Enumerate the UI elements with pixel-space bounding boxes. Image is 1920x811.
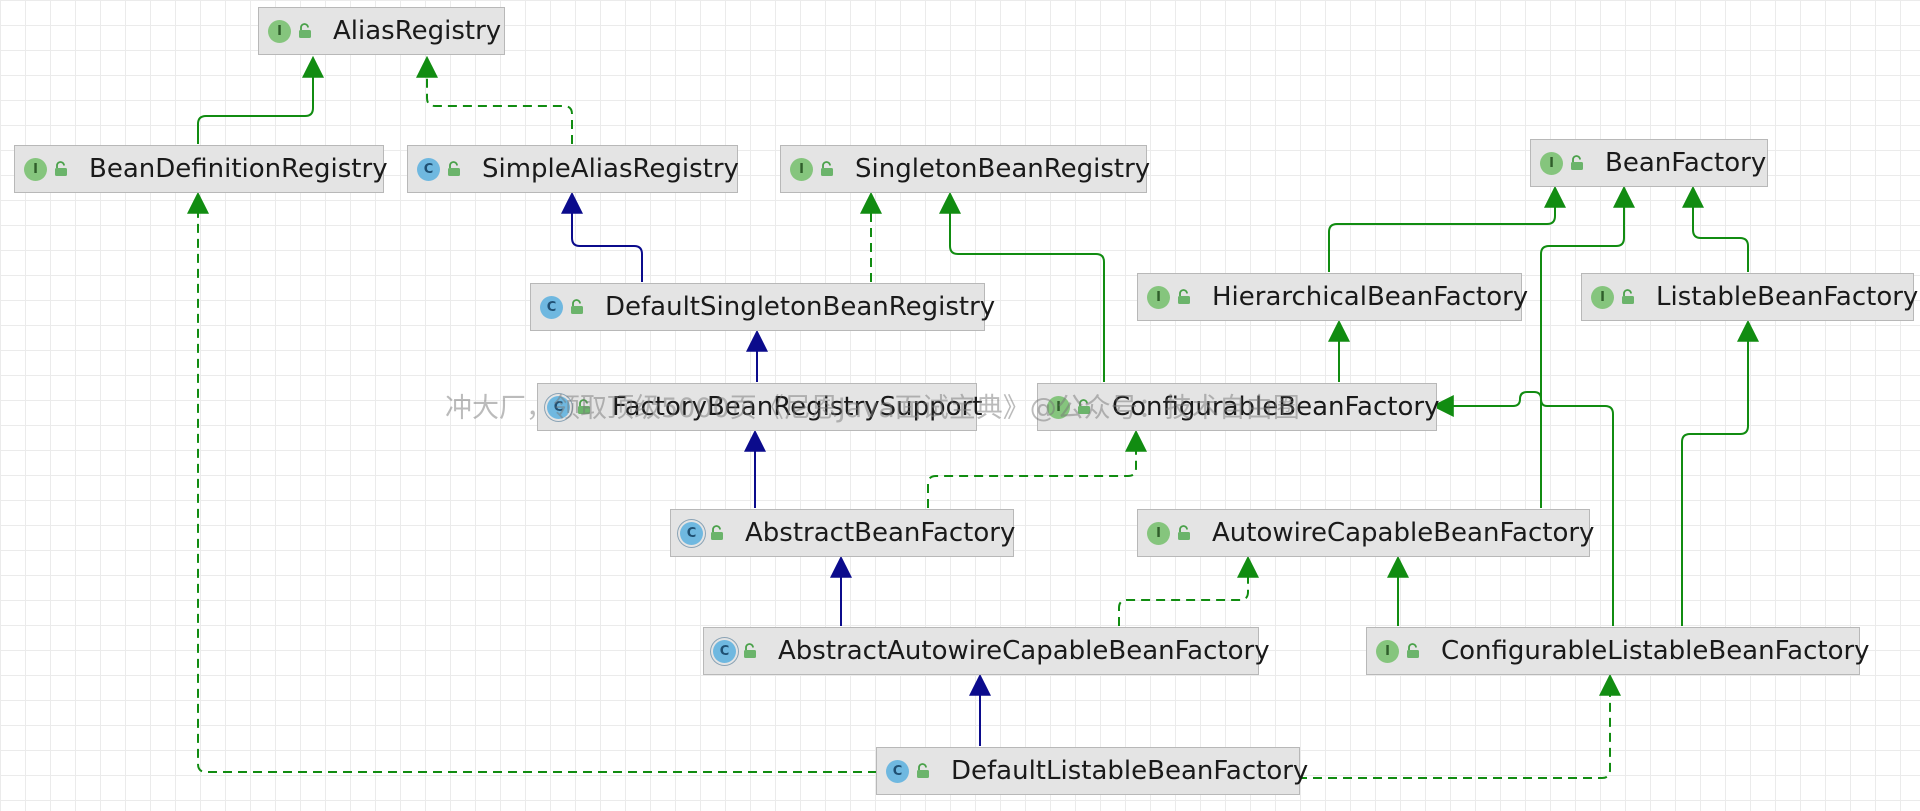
edge-default-listable-implements-configurable-listable	[1298, 673, 1621, 779]
node-label: ListableBeanFactory	[1656, 282, 1919, 312]
node-label: DefaultListableBeanFactory	[951, 756, 1309, 786]
node-label: AbstractBeanFactory	[745, 518, 1016, 548]
edge-bean-definition-registry-extends-alias-registry	[197, 55, 324, 144]
node-singleton-bean-registry[interactable]: I SingletonBeanRegistry	[780, 145, 1151, 193]
node-bean-factory[interactable]: I BeanFactory	[1530, 139, 1768, 187]
open-lock-icon	[711, 525, 723, 540]
node-abstract-autowire-capable-bean-factory[interactable]: C AbstractAutowireCapableBeanFactory	[703, 627, 1270, 675]
node-label: BeanDefinitionRegistry	[89, 154, 388, 184]
open-lock-icon	[1571, 155, 1583, 170]
node-label: AliasRegistry	[333, 16, 502, 46]
node-configurable-bean-factory[interactable]: I ConfigurableBeanFactory	[1037, 383, 1440, 431]
node-label: ConfigurableBeanFactory	[1112, 392, 1440, 422]
open-lock-icon	[1178, 525, 1190, 540]
edge-autowire-capable-extends-bean-factory	[1540, 185, 1635, 508]
edge-configurable-listable-extends-configurable-bean-factory	[1431, 391, 1614, 626]
node-hierarchical-bean-factory[interactable]: I HierarchicalBeanFactory	[1137, 273, 1528, 321]
interface-icon: I	[1147, 521, 1170, 545]
class-icon: C	[886, 759, 909, 783]
open-lock-icon	[917, 763, 929, 778]
edge-listable-extends-bean-factory	[1682, 185, 1749, 272]
interface-icon: I	[268, 19, 291, 43]
node-factory-bean-registry-support[interactable]: C FactoryBeanRegistrySupport	[537, 383, 982, 431]
interface-icon: I	[1147, 285, 1170, 309]
node-label: BeanFactory	[1605, 148, 1767, 178]
watermark-text: 冲大厂，领取顶级5000页《尼恩Java面试宝典》@公众号：技术自由圈	[445, 393, 1300, 424]
node-label: SimpleAliasRegistry	[482, 154, 739, 184]
open-lock-icon	[578, 399, 590, 414]
edge-configurable-bean-factory-extends-singleton-registry	[939, 191, 1105, 382]
interface-icon: I	[1591, 285, 1614, 309]
node-bean-definition-registry[interactable]: I BeanDefinitionRegistry	[14, 145, 388, 193]
node-label: ConfigurableListableBeanFactory	[1441, 636, 1870, 666]
edge-configurable-listable-extends-listable	[1681, 319, 1759, 626]
open-lock-icon	[1178, 289, 1190, 304]
open-lock-icon	[571, 299, 583, 314]
interface-icon: I	[1376, 639, 1399, 663]
open-lock-icon	[55, 161, 67, 176]
node-label: SingletonBeanRegistry	[855, 154, 1151, 184]
open-lock-icon	[1078, 399, 1090, 414]
interface-icon: I	[1047, 395, 1070, 419]
node-label: FactoryBeanRegistrySupport	[612, 392, 983, 422]
node-alias-registry[interactable]: I AliasRegistry	[258, 7, 505, 55]
node-label: AutowireCapableBeanFactory	[1212, 518, 1595, 548]
node-default-singleton-bean-registry[interactable]: C DefaultSingletonBeanRegistry	[530, 283, 995, 331]
node-listable-bean-factory[interactable]: I ListableBeanFactory	[1581, 273, 1918, 321]
edge-abstract-autowire-implements-autowire-capable	[1118, 555, 1259, 626]
node-label: AbstractAutowireCapableBeanFactory	[778, 636, 1270, 666]
node-default-listable-bean-factory[interactable]: C DefaultListableBeanFactory	[876, 747, 1308, 795]
edge-abstract-bean-factory-implements-configurable	[927, 429, 1147, 508]
node-configurable-listable-bean-factory[interactable]: I ConfigurableListableBeanFactory	[1366, 627, 1870, 675]
node-label: HierarchicalBeanFactory	[1212, 282, 1529, 312]
edge-default-singleton-registry-extends-simple-alias-registry	[561, 191, 643, 282]
open-lock-icon	[448, 161, 460, 176]
node-autowire-capable-bean-factory[interactable]: I AutowireCapableBeanFactory	[1137, 509, 1594, 557]
abstract-class-icon: C	[547, 395, 570, 419]
open-lock-icon	[744, 643, 756, 658]
abstract-class-icon: C	[713, 639, 736, 663]
open-lock-icon	[1622, 289, 1634, 304]
class-icon: C	[540, 295, 563, 319]
interface-icon: I	[24, 157, 47, 181]
node-simple-alias-registry[interactable]: C SimpleAliasRegistry	[407, 145, 739, 193]
edge-simple-alias-registry-implements-alias-registry	[416, 55, 573, 144]
open-lock-icon	[821, 161, 833, 176]
interface-icon: I	[1540, 151, 1563, 175]
edge-hierarchical-extends-bean-factory	[1328, 185, 1566, 272]
open-lock-icon	[299, 23, 311, 38]
abstract-class-icon: C	[680, 521, 703, 545]
node-abstract-bean-factory[interactable]: C AbstractBeanFactory	[670, 509, 1016, 557]
interface-icon: I	[790, 157, 813, 181]
class-icon: C	[417, 157, 440, 181]
edge-default-listable-implements-bean-definition-registry	[187, 191, 877, 773]
node-label: DefaultSingletonBeanRegistry	[605, 292, 996, 322]
open-lock-icon	[1407, 643, 1419, 658]
